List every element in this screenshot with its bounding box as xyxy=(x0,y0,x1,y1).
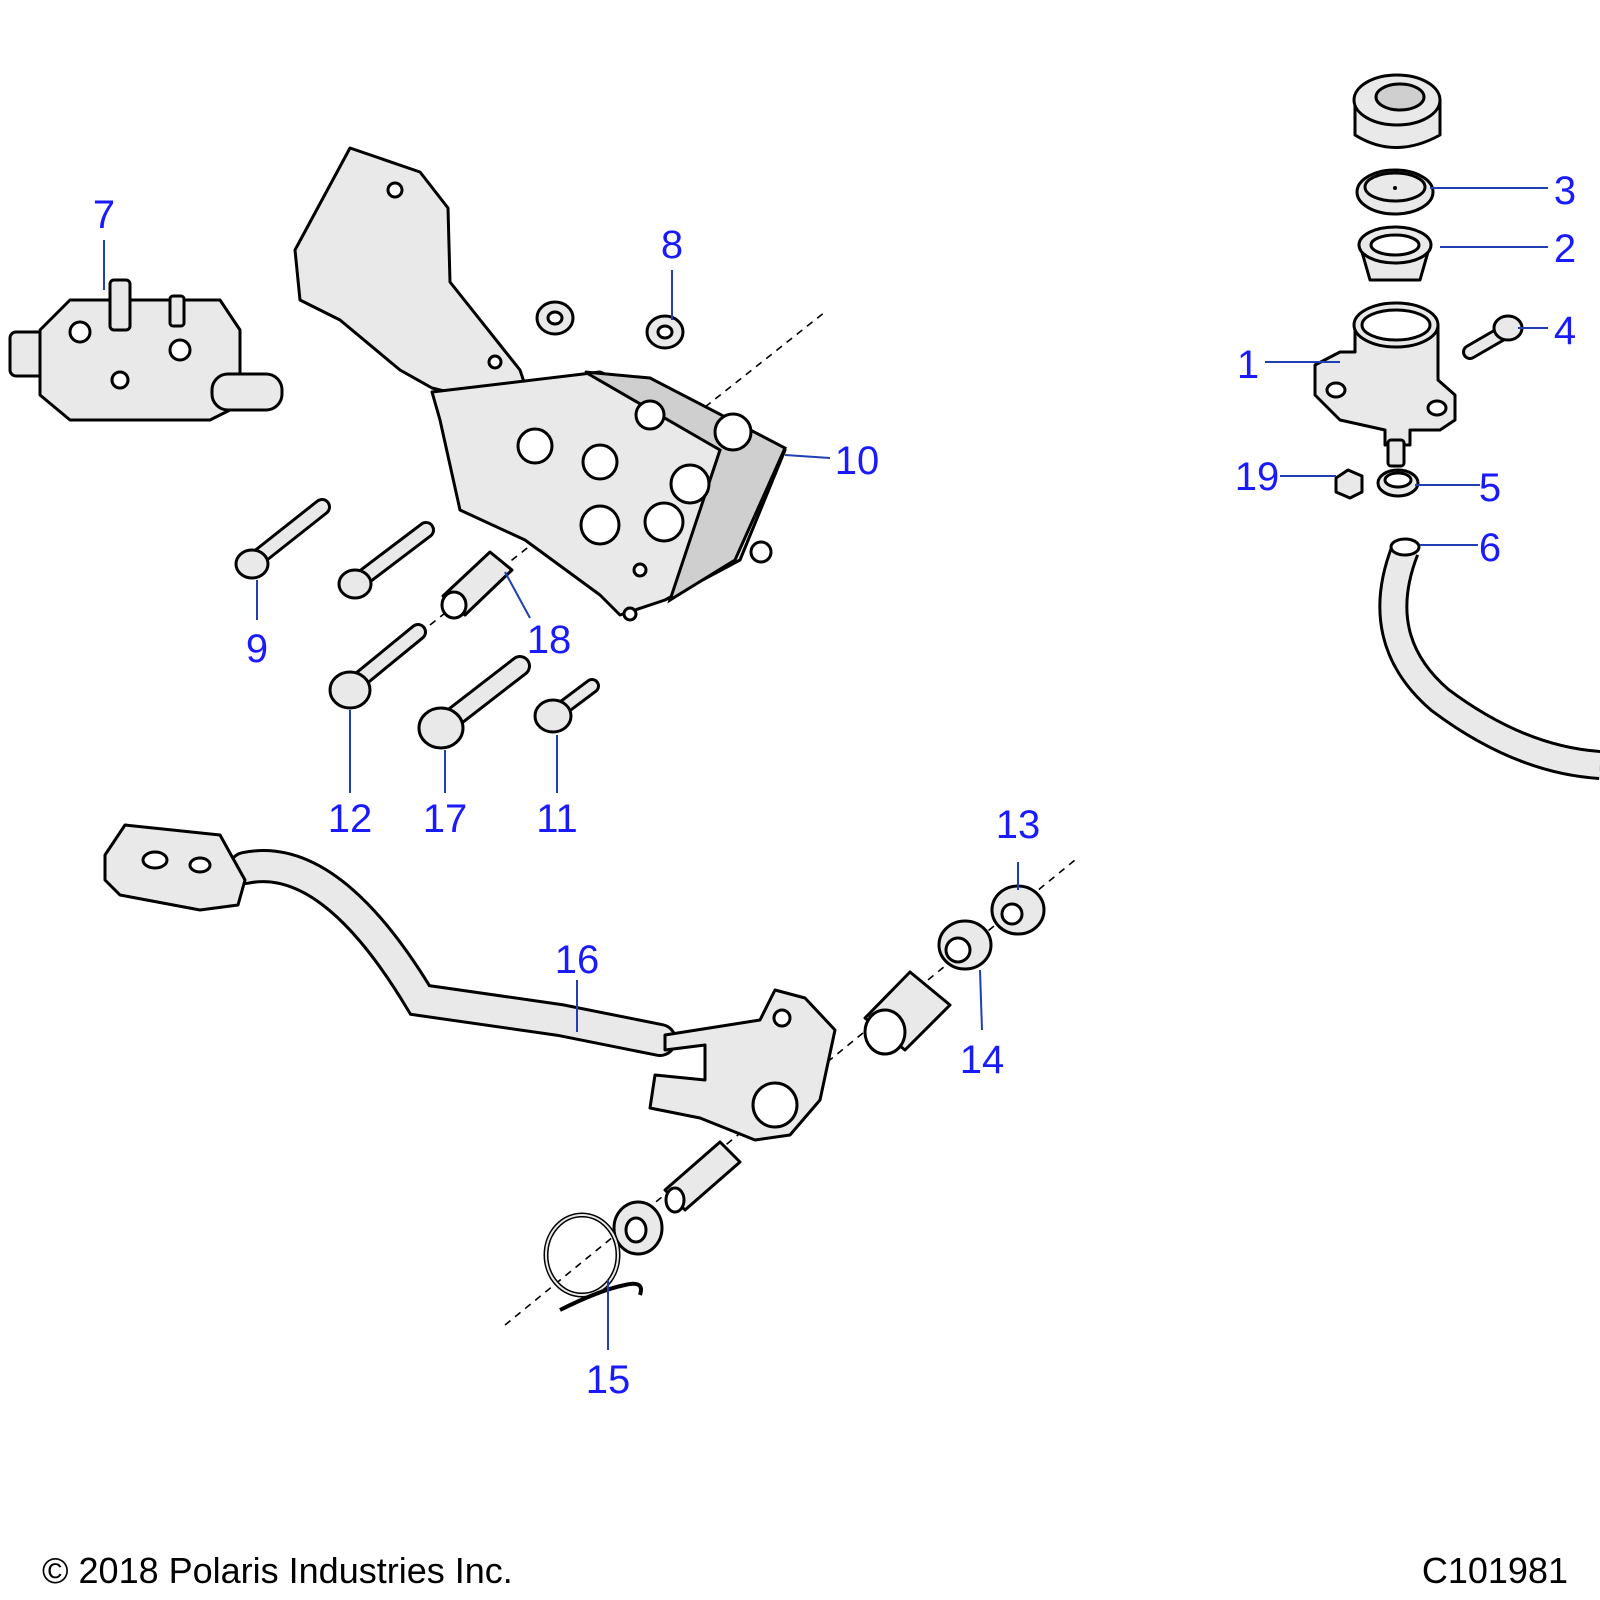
callout-13: 13 xyxy=(996,803,1041,847)
reservoir-screw-4 xyxy=(1462,314,1524,360)
brake-pedal xyxy=(103,823,837,1142)
flanged-bushing-14 xyxy=(937,919,993,971)
return-spring xyxy=(543,1212,643,1312)
bolt-9 xyxy=(234,498,331,580)
figure-number: C101981 xyxy=(1421,1550,1568,1591)
bolt-upper-middle xyxy=(337,521,435,600)
callout-17: 17 xyxy=(423,797,468,841)
diaphragm-plate-2 xyxy=(1357,225,1433,282)
bushing-large xyxy=(863,970,952,1056)
pedal-bracket xyxy=(293,146,787,622)
flanged-bushing-13 xyxy=(990,884,1046,936)
callout-15: 15 xyxy=(586,1358,631,1402)
callout-2: 2 xyxy=(1554,227,1576,271)
bolt-12 xyxy=(328,623,427,710)
callout-7: 7 xyxy=(93,193,115,237)
pivot-washer xyxy=(612,1200,664,1256)
copyright-notice: © 2018 Polaris Industries Inc. xyxy=(42,1550,513,1591)
reservoir-body-1 xyxy=(1313,301,1457,468)
hose-clamp-5 xyxy=(1376,468,1420,498)
pivot-sleeve xyxy=(663,1140,742,1214)
master-cylinder xyxy=(8,278,284,422)
callout-12: 12 xyxy=(328,797,373,841)
reservoir-diaphragm-3 xyxy=(1355,168,1435,216)
callout-6: 6 xyxy=(1479,526,1501,570)
callout-1: 1 xyxy=(1237,343,1259,387)
reservoir-cap xyxy=(1352,73,1442,149)
callout-14: 14 xyxy=(960,1038,1005,1082)
reservoir-hose-6 xyxy=(1378,537,1600,780)
callout-5: 5 xyxy=(1479,466,1501,510)
flange-nut-8 xyxy=(645,314,685,350)
callout-10: 10 xyxy=(835,439,880,483)
callout-4: 4 xyxy=(1554,309,1576,353)
hex-nut-19 xyxy=(1334,468,1364,500)
callout-19: 19 xyxy=(1235,455,1280,499)
callout-16: 16 xyxy=(555,938,600,982)
flange-nut-companion xyxy=(535,300,575,336)
callout-8: 8 xyxy=(661,223,683,267)
bolt-17 xyxy=(417,655,531,750)
bolt-11 xyxy=(533,678,600,734)
leader-lines xyxy=(103,187,1548,1350)
spacer-18 xyxy=(440,550,514,620)
callout-18: 18 xyxy=(527,618,572,662)
callout-9: 9 xyxy=(246,627,268,671)
callout-11: 11 xyxy=(536,797,578,841)
callout-3: 3 xyxy=(1554,169,1576,213)
